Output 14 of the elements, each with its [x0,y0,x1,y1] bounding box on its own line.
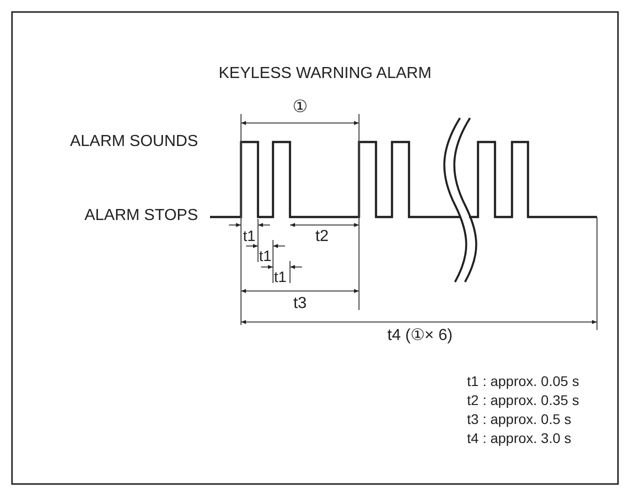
dimension-label: t1 [243,229,256,244]
dimension-label: t2 [315,229,329,245]
dimension-label: t1 [274,270,287,285]
note-text: t1 : approx. 0.05 s [467,374,580,388]
dimension-label: t4 (①× 6) [387,328,453,344]
dimension-label: ① [292,98,308,115]
signal-label: ALARM SOUNDS [70,134,198,150]
dimension-label: t3 [293,296,307,312]
signal-label: ALARM STOPS [84,208,198,224]
diagram-title: KEYLESS WARNING ALARM [218,66,432,82]
note-text: t3 : approx. 0.5 s [467,412,572,426]
note-text: t4 : approx. 3.0 s [467,431,572,445]
dimension-label: t1 [259,249,272,264]
note-text: t2 : approx. 0.35 s [467,393,580,407]
